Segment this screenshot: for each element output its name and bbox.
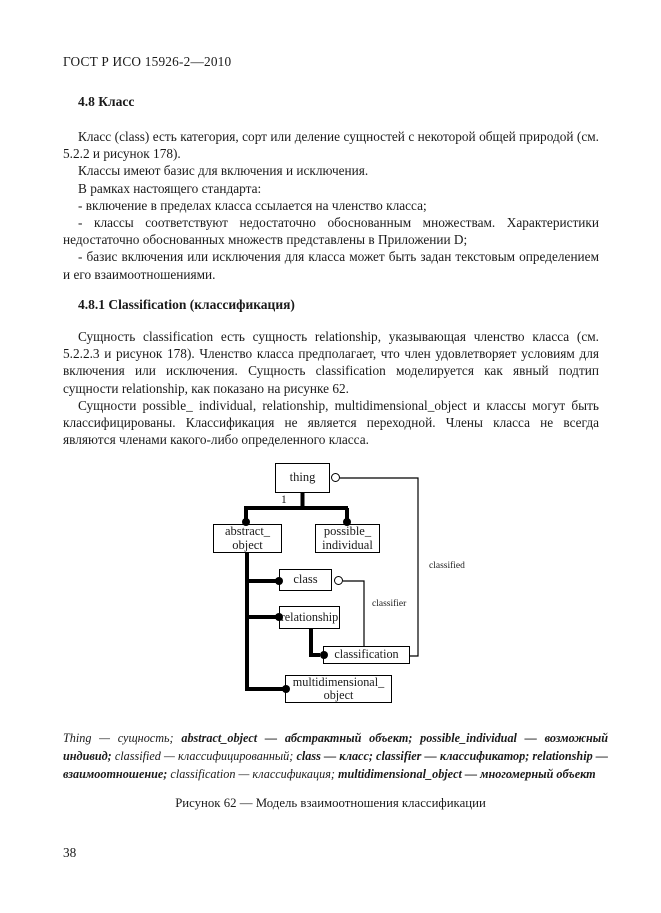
- section-48-body: Класс (class) есть категория, сорт или д…: [63, 128, 599, 283]
- legend-segment: classified — классифицированный;: [114, 749, 297, 763]
- legend-segment: Thing — сущность;: [63, 731, 182, 745]
- classification-subtype-line: [309, 628, 320, 657]
- classified-role-label: classified: [429, 561, 465, 571]
- paragraph: Сущность classification есть сущность re…: [63, 329, 599, 396]
- figure-caption: Рисунок 62 — Модель взаимоотношения клас…: [175, 796, 486, 810]
- section-heading-481: 4.8.1 Classification (классификация): [78, 297, 295, 312]
- entity-box-possible-individual: possible_ individual: [315, 524, 380, 553]
- list-item: - базис включения или исключения для кла…: [63, 249, 599, 282]
- section-481-body: Сущность classification есть сущность re…: [63, 328, 599, 448]
- classifier-relation-line: [343, 580, 365, 646]
- paragraph: Классы имеют базис для включения и исклю…: [78, 163, 369, 179]
- legend-segment: abstract_object — абстрактный объект; po…: [63, 731, 608, 763]
- figure-62-diagram: thing abstract_ object possible_ individ…: [0, 455, 661, 715]
- cardinality-label: 1: [281, 494, 287, 506]
- list-item: - классы соответствуют недостаточно обос…: [63, 215, 599, 248]
- entity-box-abstract-object: abstract_ object: [213, 524, 282, 553]
- filled-circle-relationship: [275, 613, 283, 621]
- filled-circle-multidimensional-object: [282, 685, 290, 693]
- entity-box-thing: thing: [275, 463, 330, 493]
- section-heading-48: 4.8 Класс: [78, 94, 135, 109]
- entity-box-relationship: relationship: [279, 606, 340, 629]
- page-number: 38: [63, 845, 77, 860]
- entity-box-class: class: [279, 569, 332, 591]
- legend-segment: class — класс; classifier — классификато…: [63, 749, 608, 781]
- list-item: - включение в пределах класса ссылается …: [78, 197, 427, 213]
- filled-circle-abstract-object: [242, 518, 250, 526]
- open-circle-connector-class: [334, 576, 343, 585]
- classified-relation-line: [340, 477, 419, 657]
- abstract-object-subtype-spine: [245, 551, 283, 691]
- filled-circle-class: [275, 577, 283, 585]
- entity-box-multidimensional-object: multidimensional_ object: [285, 675, 392, 703]
- document-header: ГОСТ Р ИСО 15926-2—2010: [63, 54, 232, 69]
- filled-circle-classification: [320, 651, 328, 659]
- paragraph: Класс (class) есть категория, сорт или д…: [63, 129, 599, 162]
- classifier-role-label: classifier: [372, 599, 407, 609]
- legend-segment: classification — классификация;: [170, 767, 338, 781]
- paragraph: В рамках настоящего стандарта:: [78, 180, 262, 196]
- diagram-lines: [244, 477, 419, 691]
- filled-circle-possible-individual: [343, 518, 351, 526]
- entity-box-classification: classification: [323, 646, 410, 664]
- open-circle-connector-thing: [331, 473, 340, 482]
- paragraph: Сущности possible_ individual, relations…: [63, 397, 599, 448]
- legend-segment: multidimensional_object — многомерный об…: [337, 767, 596, 781]
- figure-legend: Thing — сущность; abstract_object — абст…: [63, 729, 608, 783]
